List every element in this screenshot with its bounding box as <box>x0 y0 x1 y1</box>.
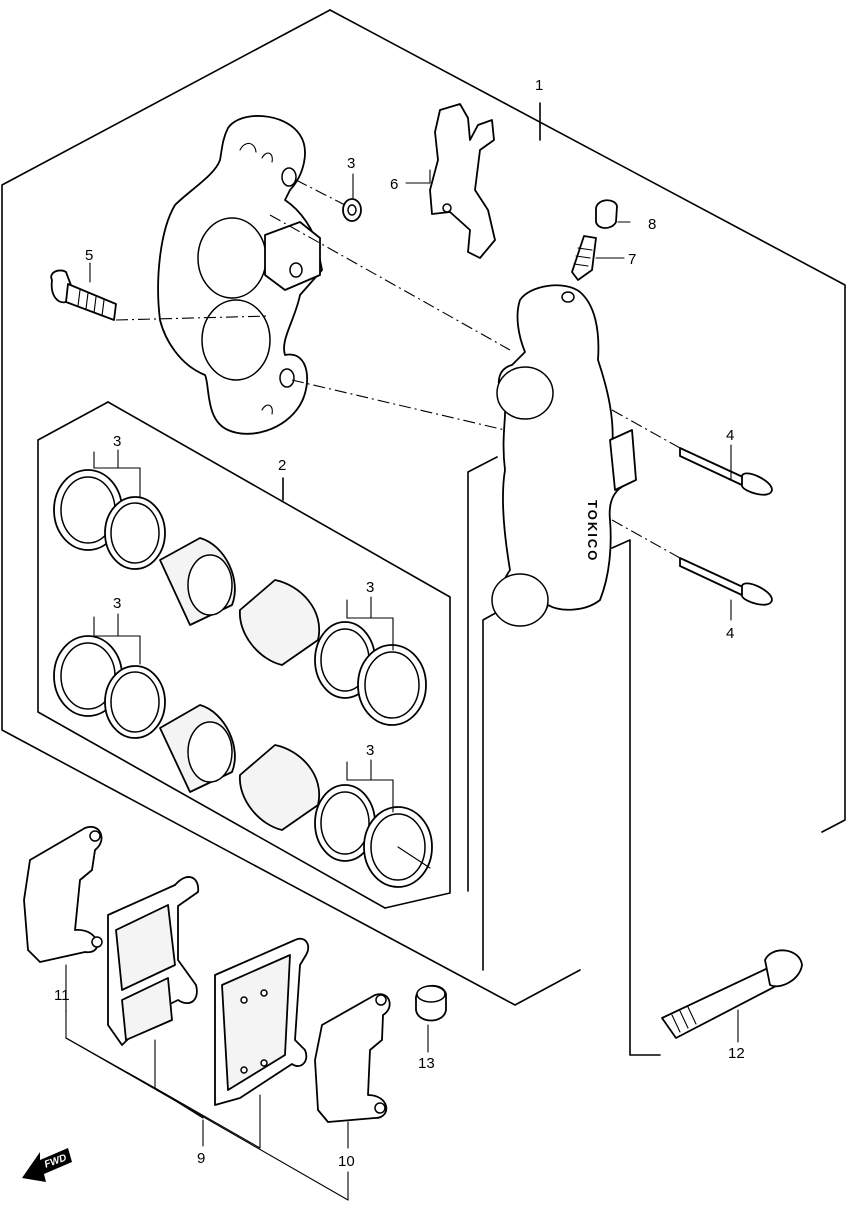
label-part-4-upper: 4 <box>726 427 734 444</box>
label-part-1: 1 <box>535 77 543 94</box>
piston-seals-row-upper <box>53 469 166 570</box>
label-part-10: 10 <box>338 1153 355 1170</box>
brake-pad-right <box>214 937 310 1106</box>
spacer-part-13 <box>415 984 447 1022</box>
piston-seals-row-lower <box>53 635 166 739</box>
seal-kit-outline-part-2 <box>37 401 451 909</box>
piston-lower-right <box>239 744 321 831</box>
piston-seals-row-right-upper <box>314 621 427 726</box>
bleeder-cap-part-8 <box>595 199 618 229</box>
piston-upper-right <box>239 579 321 666</box>
label-part-13: 13 <box>418 1055 435 1072</box>
assembly-outline-part-1 <box>1 9 846 1056</box>
label-part-3-lower-left: 3 <box>113 595 121 612</box>
label-part-3-top: 3 <box>347 155 355 172</box>
caliper-inner-half: TOKICO <box>491 284 637 627</box>
label-part-9: 9 <box>197 1150 205 1167</box>
label-part-7: 7 <box>628 251 636 268</box>
alignment-lines <box>115 179 681 559</box>
forward-direction-arrow: FWD <box>22 1148 72 1182</box>
label-part-12: 12 <box>728 1045 745 1062</box>
brake-pad-left <box>107 876 200 1046</box>
piston-seals-row-right-lower <box>314 784 433 888</box>
pin-part-4-upper <box>679 447 773 496</box>
label-part-3-upper-left: 3 <box>113 433 121 450</box>
label-part-4-lower: 4 <box>726 625 734 642</box>
bolt-part-5 <box>50 269 117 321</box>
label-part-6: 6 <box>390 176 398 193</box>
label-part-5: 5 <box>85 247 93 264</box>
label-part-2: 2 <box>278 457 286 474</box>
caliper-outer-half <box>157 115 323 435</box>
label-part-3-lower-right: 3 <box>366 742 374 759</box>
label-part-3-upper-right: 3 <box>366 579 374 596</box>
pad-shim-part-10 <box>314 993 391 1123</box>
label-part-11: 11 <box>54 987 70 1004</box>
leader-lines <box>65 169 739 1201</box>
pad-shim-part-11 <box>23 825 103 963</box>
label-part-8: 8 <box>648 216 656 233</box>
pad-spring-part-6 <box>429 103 496 259</box>
washer-part-3-top <box>342 198 362 222</box>
piston-lower-left <box>159 704 236 793</box>
piston-upper-left <box>159 537 236 626</box>
caliper-brand-text: TOKICO <box>585 500 600 562</box>
bleeder-screw-part-7 <box>571 235 597 281</box>
part-labels: 1 2 3 3 3 3 3 4 4 5 6 7 8 9 10 11 12 13 <box>54 77 745 1170</box>
pin-part-4-lower <box>679 557 773 606</box>
mounting-bolt-part-12 <box>661 949 803 1039</box>
